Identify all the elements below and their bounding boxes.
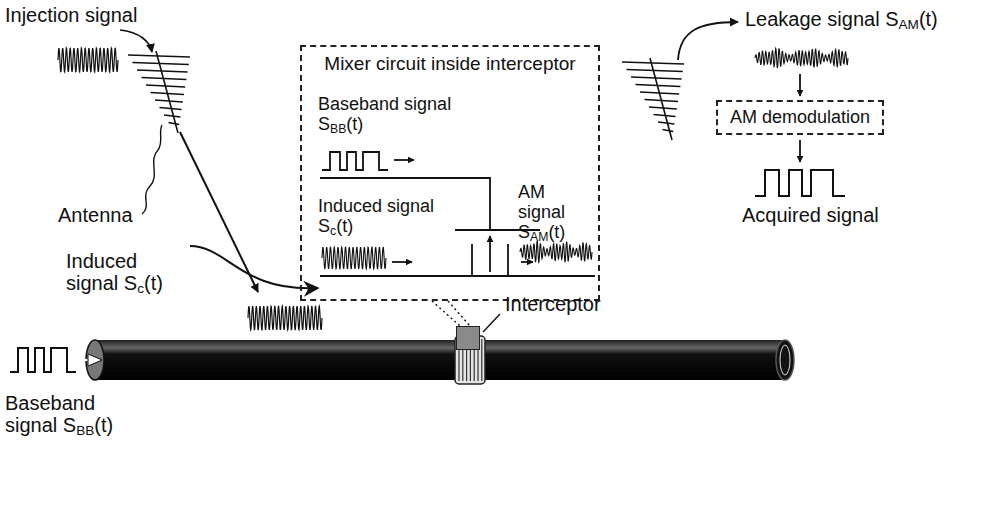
signal-label: Acquired signal	[742, 204, 879, 226]
zoom-line	[448, 301, 470, 326]
small-arrow	[392, 261, 412, 263]
mixer-region: Mixer circuit inside interceptor	[300, 45, 600, 301]
small-arrow	[521, 261, 533, 263]
baseband-waveform	[10, 348, 76, 372]
zoom-line	[432, 301, 460, 326]
signal-label: Leakage signal SAM(t)	[745, 8, 938, 30]
acquired-waveform	[755, 170, 845, 196]
flow-arrow	[799, 74, 801, 96]
node-text: Interceptor	[505, 293, 527, 316]
signal-label: Injection signal	[5, 4, 137, 26]
mixer-arrow	[489, 236, 491, 272]
interceptor-box: Interceptor	[456, 326, 480, 350]
signal-label: AM signal SAM(t)	[518, 182, 596, 242]
cable	[86, 340, 794, 380]
antenna-symbol	[622, 58, 684, 140]
signal-label: Baseband signal SBB(t)	[318, 94, 468, 134]
part-label: Antenna	[58, 204, 133, 226]
injection-arrow	[120, 30, 152, 52]
leakage-arrow	[678, 22, 738, 60]
carrier-line	[320, 275, 595, 277]
small-arrow	[394, 159, 414, 161]
antenna-symbol	[128, 51, 190, 133]
leader-line	[483, 314, 500, 332]
signal-label: Induced signal Sc(t)	[66, 250, 184, 295]
flow-arrow	[799, 140, 801, 162]
induced-waveform	[322, 247, 386, 269]
injection-waveform	[58, 48, 118, 72]
node-text: Mixer circuit inside interceptor	[302, 47, 598, 75]
signal-label: Baseband signal SBB(t)	[5, 392, 137, 437]
input-arrow-head	[88, 354, 102, 366]
am-waveform	[520, 241, 592, 262]
radiation-arrow	[180, 132, 258, 292]
induced-waveform	[248, 306, 322, 330]
induced-arrow	[190, 246, 318, 288]
mixer-gate	[471, 244, 473, 276]
node-text: AM demodulation	[730, 107, 870, 128]
leakage-waveform	[755, 48, 848, 68]
demodulator-box: AM demodulation	[716, 100, 884, 135]
mixer-gate	[507, 244, 509, 276]
leader-line	[142, 125, 162, 214]
baseband-waveform	[322, 152, 388, 170]
signal-label: Induced signal Sc(t)	[318, 196, 448, 236]
